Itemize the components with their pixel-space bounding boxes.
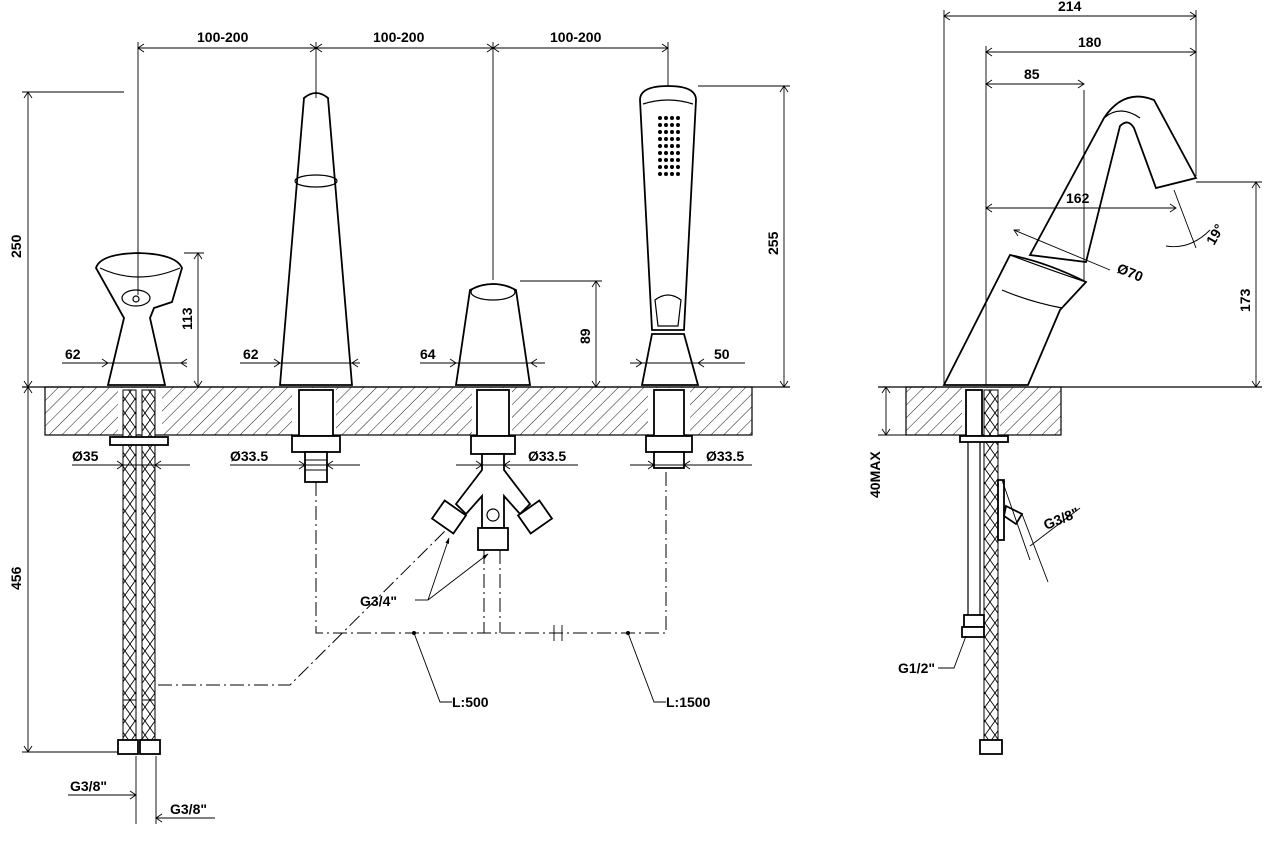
side-shank: G3/8" G1/2": [898, 389, 1081, 755]
spacing-dimensions: 100-200 100-200 100-200: [137, 29, 669, 280]
thread-label-g38-right: G3/8": [170, 801, 207, 817]
base-label-62-handle: 62: [65, 346, 81, 362]
hose-length-1500: L:1500: [666, 694, 711, 710]
spacing-label-3: 100-200: [550, 29, 602, 45]
hand-shower: 255 50: [630, 85, 790, 388]
depth-label-180: 180: [1078, 34, 1102, 50]
dia-label-33-5-shower: Ø33.5: [706, 448, 744, 464]
base-label-64: 64: [420, 346, 436, 362]
shower-nozzle-grid: [658, 116, 680, 176]
deck-max-label: 40MAX: [867, 451, 883, 498]
hose-routing: L:500 L:1500 G3/4": [158, 470, 711, 710]
thread-label-g38-left: G3/8": [70, 778, 107, 794]
depth-label-162: 162: [1066, 190, 1090, 206]
spacing-label-2: 100-200: [373, 29, 425, 45]
depth-label-456: 456: [8, 566, 24, 590]
height-label-255: 255: [765, 231, 781, 255]
hose-length-500: L:500: [452, 694, 489, 710]
side-spout: [942, 90, 1198, 386]
thread-label-g34: G3/4": [360, 593, 397, 609]
front-view: 100-200 100-200 100-200 250 456: [8, 29, 790, 824]
depth-dimension-456: 456: [8, 386, 125, 753]
dia-label-35: Ø35: [72, 448, 99, 464]
height-dimension-250: 250: [8, 91, 124, 388]
mixer-handle: 113 62: [62, 95, 204, 388]
side-thread-label-g38: G3/8": [1041, 504, 1081, 533]
base-label-50: 50: [714, 346, 730, 362]
height-label-250: 250: [8, 234, 24, 258]
depth-label-214: 214: [1058, 0, 1082, 14]
side-thread-label-g12: G1/2": [898, 660, 935, 676]
angle-label-19: 19°: [1203, 221, 1227, 247]
diverter: 89 64: [420, 280, 602, 388]
dia-label-70: Ø70: [1115, 260, 1146, 285]
bath-spout: 62: [240, 90, 360, 386]
base-label-62-spout: 62: [243, 346, 259, 362]
height-label-173: 173: [1237, 288, 1253, 312]
side-deck-section: 40MAX: [867, 386, 1262, 498]
side-view: 40MAX 214 180 85 162: [867, 0, 1262, 755]
dia-label-33-5-spout: Ø33.5: [230, 448, 268, 464]
dia-label-33-5-diverter: Ø33.5: [528, 448, 566, 464]
spacing-label-1: 100-200: [197, 29, 249, 45]
height-label-89: 89: [577, 328, 593, 344]
diameter-dimensions: Ø35 Ø33.5 Ø33.5 Ø33.5: [72, 448, 752, 470]
height-label-113: 113: [179, 307, 195, 330]
mounting-shanks: [109, 389, 693, 755]
depth-label-85: 85: [1024, 66, 1040, 82]
hose-thread-labels: G3/8" G3/8": [68, 756, 215, 824]
